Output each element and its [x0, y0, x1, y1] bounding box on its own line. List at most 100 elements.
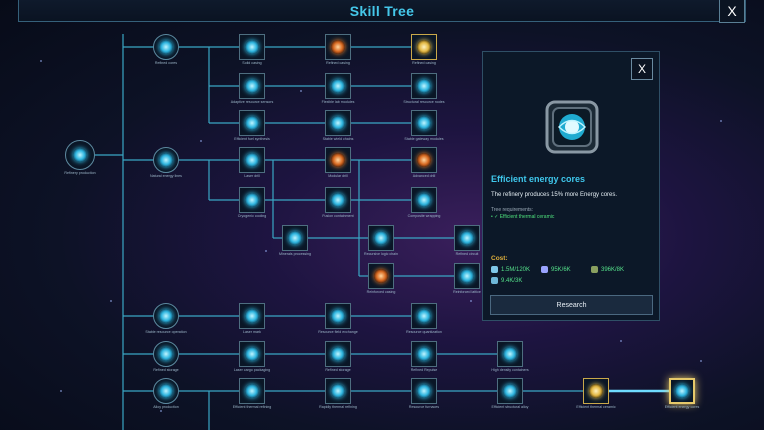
skill-node[interactable]: [325, 341, 351, 367]
resource-c-icon: [591, 266, 598, 273]
skill-node-label: Resource furnaces: [408, 405, 440, 409]
skill-node-label: Refined cores: [154, 61, 178, 65]
skill-node[interactable]: [411, 34, 437, 60]
skill-node[interactable]: [411, 147, 437, 173]
skill-node-label: High density containers: [491, 368, 529, 372]
resource-b-icon: [541, 266, 548, 273]
skill-node-label: Refined storage: [325, 368, 351, 372]
skill-node[interactable]: [411, 110, 437, 136]
skill-node-label: Stable resource operation: [145, 330, 187, 334]
skill-node-label: Refined casing: [412, 61, 436, 65]
skill-node-label: Efficient structural alloy: [491, 405, 529, 409]
skill-node[interactable]: [497, 378, 523, 404]
resource-a-icon: [491, 266, 498, 273]
skill-node[interactable]: [282, 225, 308, 251]
skill-node-label: Refined Repulse: [410, 368, 438, 372]
skill-node[interactable]: [239, 147, 265, 173]
skill-node-label: Reinforced casing: [366, 290, 396, 294]
skill-node[interactable]: [368, 263, 394, 289]
skill-node-label: Laser cargo packaging: [233, 368, 271, 372]
skill-node[interactable]: [325, 303, 351, 329]
skill-node-label: Composite wrapping: [407, 214, 441, 218]
skill-node-label: Advanced drill: [412, 174, 436, 178]
skill-node[interactable]: [153, 147, 179, 173]
requirement-item: • ✓ Efficient thermal ceramic: [491, 214, 555, 220]
skill-node-label: Natural energy lines: [150, 174, 182, 178]
skill-node[interactable]: [153, 341, 179, 367]
cost-label: Cost:: [491, 255, 508, 262]
close-button[interactable]: X: [719, 0, 745, 23]
skill-node-label: Flexible lab modules: [321, 100, 355, 104]
skill-node[interactable]: [65, 140, 95, 170]
skill-node-label: Stable gateway modules: [404, 137, 444, 141]
skill-node-label: Efficient thermal ceramic: [576, 405, 616, 409]
skill-name: Efficient energy cores: [491, 174, 586, 184]
skill-node[interactable]: [325, 147, 351, 173]
skill-node-label: Laser mark: [243, 330, 261, 334]
skill-node[interactable]: [239, 341, 265, 367]
skill-node[interactable]: [411, 378, 437, 404]
skill-node[interactable]: [239, 378, 265, 404]
skill-node[interactable]: [669, 378, 695, 404]
skill-node[interactable]: [325, 73, 351, 99]
skill-node-label: Structural resource nodes: [403, 100, 445, 104]
skill-node[interactable]: [411, 341, 437, 367]
skill-node[interactable]: [153, 34, 179, 60]
skill-node[interactable]: [153, 303, 179, 329]
skill-node-label: Reinforced lattice: [453, 290, 481, 294]
skill-node[interactable]: [239, 303, 265, 329]
skill-node-label: Refined circuit: [455, 252, 479, 256]
skill-node[interactable]: [239, 110, 265, 136]
skill-node[interactable]: [153, 378, 179, 404]
skill-node[interactable]: [411, 187, 437, 213]
skill-node-label: Modular drill: [328, 174, 348, 178]
skill-node-label: Refinery production: [64, 171, 96, 175]
skill-node-label: Alloy production: [153, 405, 179, 409]
page-title: Skill Tree: [349, 2, 415, 19]
skill-node-label: Adaptive resource sensors: [230, 100, 274, 104]
skill-node-label: Laser drill: [244, 174, 260, 178]
requirements-label: Tree requirements:: [491, 207, 534, 213]
skill-node-label: Resource field exchange: [318, 330, 358, 334]
skill-node-label: Recursive logic chain: [364, 252, 398, 256]
cost-value: 95K/6K: [551, 266, 571, 273]
skill-node[interactable]: [325, 110, 351, 136]
skill-node[interactable]: [239, 73, 265, 99]
cost-item: 9.4K/3K: [491, 277, 541, 284]
title-bar: Skill Tree X: [18, 0, 746, 23]
cost-value: 396K/8K: [601, 266, 625, 273]
cost-value: 1.5M/120K: [501, 266, 531, 273]
skill-node[interactable]: [239, 187, 265, 213]
skill-node[interactable]: [368, 225, 394, 251]
skill-node-label: Resource quantization: [406, 330, 442, 334]
skill-node[interactable]: [583, 378, 609, 404]
skill-node[interactable]: [454, 225, 480, 251]
research-button[interactable]: Research: [490, 295, 653, 315]
cost-item: 1.5M/120K: [491, 266, 541, 273]
skill-node-label: Efficient fuel synthesis: [234, 137, 270, 141]
resource-d-icon: [491, 277, 498, 284]
panel-close-button[interactable]: X: [631, 58, 653, 80]
cost-item: 95K/6K: [541, 266, 591, 273]
skill-node[interactable]: [239, 34, 265, 60]
skill-node-label: Fusion containment: [322, 214, 354, 218]
skill-node-label: Refined storage: [153, 368, 179, 372]
skill-node[interactable]: [325, 378, 351, 404]
skill-node[interactable]: [325, 34, 351, 60]
skill-node[interactable]: [325, 187, 351, 213]
skill-node-label: Solid casing: [242, 61, 262, 65]
skill-description: The refinery produces 15% more Energy co…: [491, 192, 618, 198]
cost-value: 9.4K/3K: [501, 277, 523, 284]
skill-node-label: Cryogenic cooling: [237, 214, 267, 218]
skill-node[interactable]: [411, 73, 437, 99]
skill-node[interactable]: [454, 263, 480, 289]
skill-node-label: Refined casing: [326, 61, 350, 65]
skill-node-label: Minerals processing: [279, 252, 311, 256]
skill-node-label: Efficient thermal refining: [232, 405, 272, 409]
skill-node[interactable]: [411, 303, 437, 329]
cost-item: 396K/8K: [591, 266, 641, 273]
skill-node[interactable]: [497, 341, 523, 367]
cost-list: 1.5M/120K 95K/6K 396K/8K 9.4K/3K: [491, 266, 651, 284]
